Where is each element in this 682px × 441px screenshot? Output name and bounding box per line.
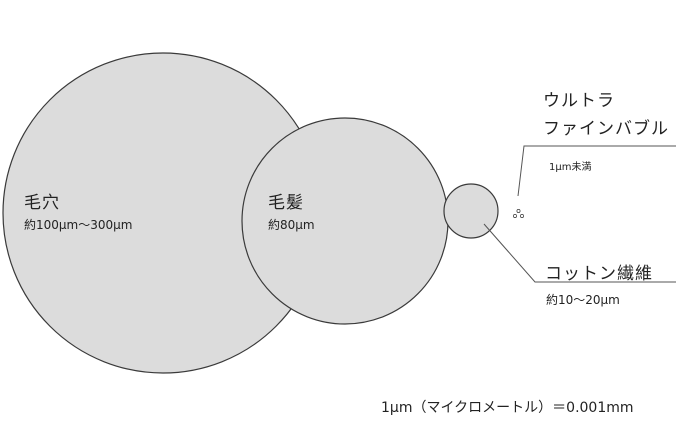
cotton-circle bbox=[443, 183, 499, 239]
pore-size-label: 約100μm〜300μm bbox=[24, 218, 133, 232]
cotton-size-label: 約10〜20μm bbox=[546, 293, 620, 307]
hair-size-label: 約80μm bbox=[268, 218, 315, 232]
cotton-leader-line bbox=[483, 223, 676, 283]
hair-name-label: 毛髪 bbox=[268, 193, 304, 213]
ultra-fine-bubble-mark bbox=[513, 209, 524, 218]
unit-footnote: 1μm（マイクロメートル）＝0.001mm bbox=[381, 400, 634, 416]
pore-name-label: 毛穴 bbox=[24, 193, 60, 213]
cotton-name-label: コットン繊維 bbox=[545, 264, 653, 284]
ufb-size-label: 1μm未満 bbox=[549, 162, 592, 173]
ufb-leader-line bbox=[517, 145, 676, 197]
ufb-name-line2: ファインバブル bbox=[543, 119, 669, 139]
ufb-name-line1: ウルトラ bbox=[543, 91, 615, 111]
